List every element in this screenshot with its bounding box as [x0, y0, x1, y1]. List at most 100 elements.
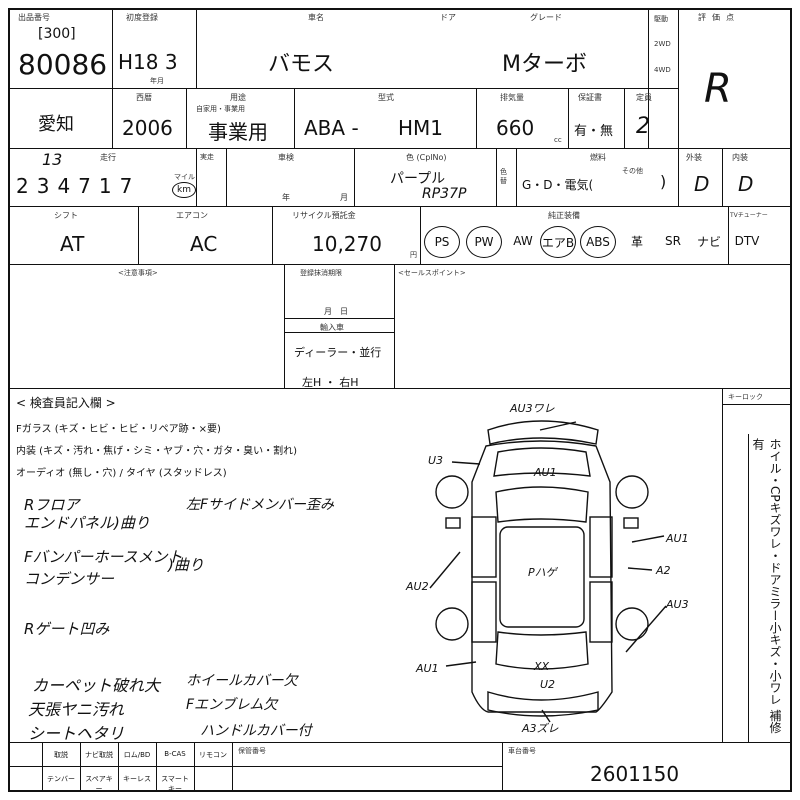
vline	[294, 88, 295, 148]
equip-label: 純正装備	[548, 211, 580, 220]
audio-line: オーディオ (無し・穴) / タイヤ (スタッドレス)	[16, 468, 227, 479]
color-code: RP37P	[422, 186, 467, 202]
left-rear-door-shape	[471, 581, 497, 643]
hline	[722, 404, 792, 405]
mark-line	[627, 567, 653, 571]
interior-value: D	[738, 172, 754, 196]
equip-item-8: DTV	[734, 234, 760, 248]
left-front-door-shape	[471, 516, 497, 578]
seats-value: 2	[636, 114, 650, 139]
exterior-value: D	[694, 172, 710, 196]
number-label: 保管番号	[238, 747, 266, 755]
border-bottom	[8, 790, 792, 792]
front-bumper-shape	[487, 420, 599, 445]
interior-line: 内装 (キズ・汚れ・焦げ・シミ・ヤブ・穴・ガタ・臭い・割れ)	[16, 446, 297, 457]
note-5: コンデンサー	[24, 570, 115, 588]
shift-label: シフト	[54, 211, 78, 220]
sales-label: <セールスポイント>	[398, 269, 466, 277]
row-sep-6	[8, 742, 792, 743]
color-value: パープル	[390, 171, 446, 187]
drive-label: 駆動	[654, 15, 668, 23]
option-item-b-2: キーレス	[123, 775, 151, 783]
recycle-value: 10,270	[312, 232, 382, 256]
equip-item-3: エアB	[540, 226, 576, 258]
lot-number: 80086	[18, 48, 108, 81]
car-name: バモス	[268, 52, 335, 77]
row-sep-2	[8, 148, 792, 149]
car-damage-diagram: AU3ワレ AU1 U3 AU1 A2 AU3 AU2 Pハゲ AU1 XX U…	[405, 402, 689, 735]
recycle-label: リサイクル預託金	[292, 211, 356, 220]
cc-value: 660	[496, 116, 535, 140]
vline	[516, 148, 517, 206]
side-vertical-note: ホイル・CPキズワレ・ドアミラー小キズ・小ワレ 補修有	[751, 438, 782, 734]
grade-label: グレード	[530, 13, 562, 22]
km-unit-circled: km	[172, 182, 196, 198]
vline	[728, 206, 729, 264]
shift-value: AT	[60, 232, 85, 256]
mileage-correction: 13	[42, 150, 63, 169]
mark-line	[445, 661, 477, 667]
vline	[496, 148, 497, 206]
vline	[226, 148, 227, 206]
inspection-title: < 検査員記入欄 >	[16, 396, 116, 410]
hline	[284, 318, 394, 319]
option-item-a-3: B-CAS	[164, 750, 186, 758]
inspection-month: 月	[340, 193, 348, 202]
handle-option: 左H ・ 右H	[302, 376, 359, 389]
equip-item-5: 革	[630, 234, 643, 249]
use-sub: 自家用・事業用	[196, 105, 245, 113]
hood-shape	[493, 447, 591, 477]
mark-p-hage: Pハゲ	[528, 566, 559, 579]
mark-line	[539, 421, 577, 431]
equip-item-7: ナビ	[696, 234, 721, 249]
vline	[232, 742, 233, 790]
score-label: 評価点	[698, 13, 740, 22]
option-item-b-3: スマートキー	[161, 775, 189, 793]
year-label: 西暦	[136, 93, 152, 102]
border-right	[790, 8, 792, 792]
car-name-label: 車名	[308, 13, 324, 22]
vline	[156, 742, 157, 790]
hline	[284, 332, 394, 333]
option-item-a-4: リモコン	[199, 751, 227, 759]
mark-line	[541, 709, 551, 723]
model-label: 型式	[378, 93, 394, 102]
ac-value: AC	[190, 232, 218, 256]
mark-line	[625, 605, 667, 653]
right-front-door-shape	[589, 516, 613, 578]
warranty-label: 保証書	[578, 93, 602, 102]
ac-label: エアコン	[176, 211, 208, 220]
wheel-rl-shape	[435, 607, 469, 641]
vline	[624, 88, 625, 148]
year-value: 2006	[122, 116, 173, 140]
mark-au1-rear: AU1	[415, 662, 439, 675]
vline	[112, 88, 113, 148]
option-item-a-1: ナビ取説	[85, 751, 113, 759]
mileage-value: 234717	[16, 174, 141, 198]
reg-date: H18 3	[118, 50, 178, 74]
vline	[194, 742, 195, 790]
note-9: 天張ヤニ汚れ	[28, 700, 125, 719]
vline	[568, 88, 569, 148]
meter-label: 実走	[200, 153, 214, 161]
option-item-b-1: スペアキー	[85, 775, 113, 793]
roof-shape	[499, 526, 585, 628]
mark-u3: U3	[428, 454, 443, 467]
vline	[112, 8, 113, 88]
drive-4wd: 4WD	[654, 66, 671, 74]
note-7: Rゲート凹み	[24, 620, 110, 638]
rear-bumper-shape	[487, 691, 599, 717]
chassis-label: 車台番号	[508, 747, 536, 755]
border-left	[8, 8, 10, 792]
equip-item-4: ABS	[580, 226, 616, 258]
color-label: 色 (CplNo)	[406, 153, 447, 162]
interior-label: 内装	[732, 153, 748, 162]
notes-label: <注意事項>	[118, 269, 158, 277]
equip-item-6: SR	[665, 234, 681, 248]
mark-line	[451, 461, 481, 465]
vline	[722, 388, 723, 742]
fuel-other: その他	[622, 167, 643, 175]
note-3: 左Fサイドメンバー歪み	[186, 497, 335, 513]
inspection-label: 車検	[278, 153, 294, 162]
mark-line	[429, 551, 461, 589]
